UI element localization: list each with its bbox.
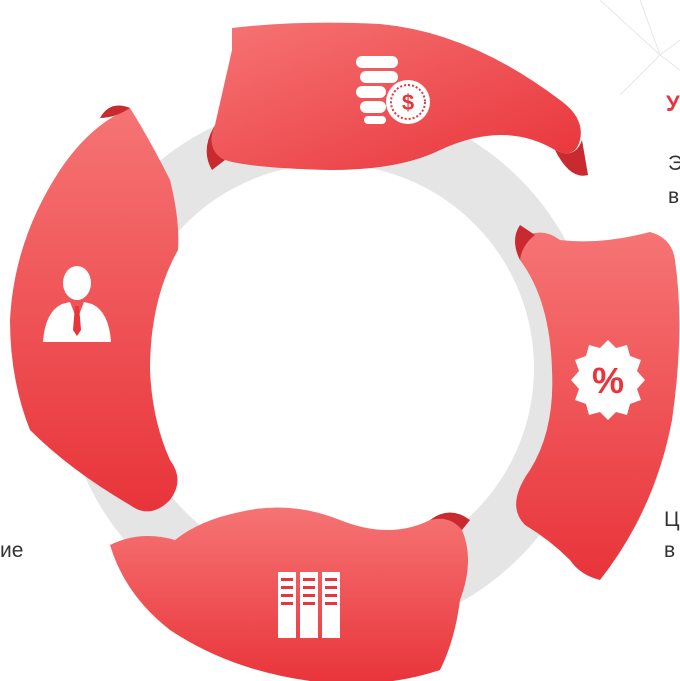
right-text-line-3: Ц [664,508,680,531]
percent-badge-icon: % [571,340,645,420]
background-network-lines [599,0,680,96]
server-racks-icon [278,572,340,638]
businessman-icon [43,266,111,342]
left-text-fragment: ие [0,539,23,562]
right-text-line-1: Э [668,152,680,175]
svg-text:$: $ [402,90,414,115]
svg-text:%: % [592,360,624,401]
coins-dollar-icon: $ [356,56,430,124]
right-heading-fragment: У [666,91,680,116]
right-text-line-2: в [668,185,679,208]
right-text-line-4: в [664,539,675,562]
